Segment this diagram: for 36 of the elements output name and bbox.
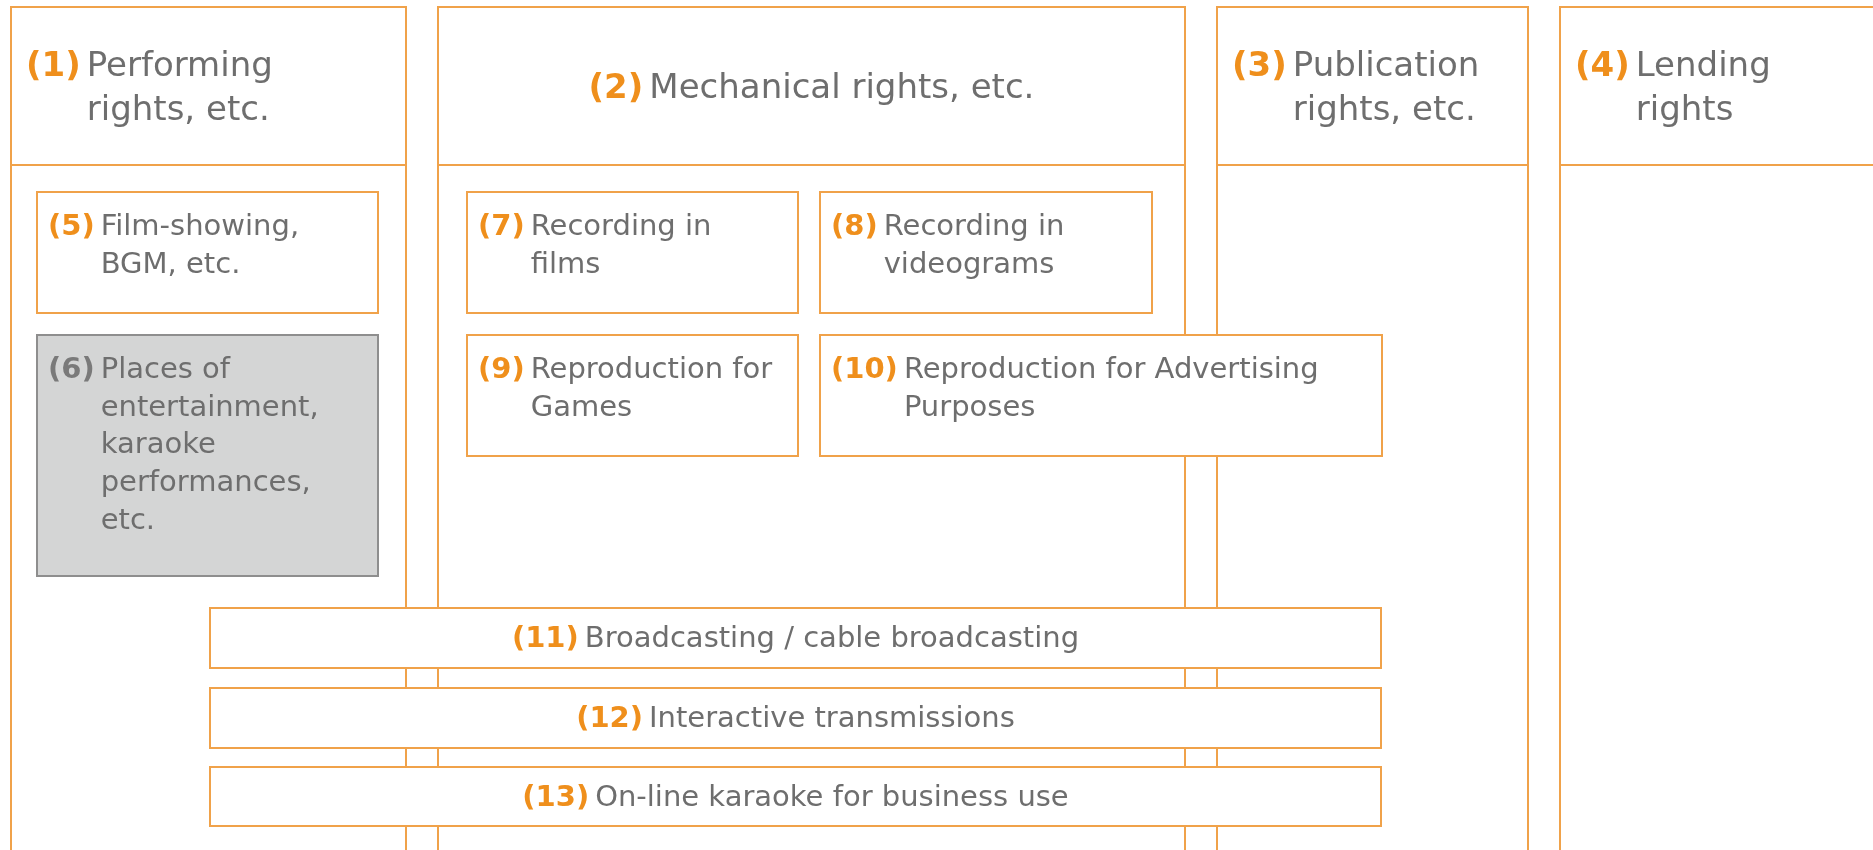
box-text: Recording in films (530, 207, 713, 282)
category-box (466, 334, 799, 457)
number-label: (12) (576, 699, 644, 737)
number-label: (10) (831, 350, 898, 387)
category-box (819, 191, 1153, 314)
heading-text: Lending rights (1635, 42, 1772, 130)
number-label: (11) (511, 619, 579, 657)
number-label: (6) (48, 350, 95, 387)
category-box (36, 334, 379, 577)
box-text: Film-showing, BGM, etc. (100, 207, 301, 282)
number-label: (4) (1575, 43, 1630, 84)
number-label: (7) (478, 207, 525, 244)
number-label: (13) (522, 777, 590, 815)
number-label: (8) (831, 207, 878, 244)
box-text: On-line karaoke for business use (595, 777, 1069, 815)
category-box (209, 607, 1382, 669)
category-box (466, 191, 799, 314)
number-label: (3) (1232, 43, 1287, 84)
box-text: Reproduction for Games (530, 350, 774, 425)
box-text: Broadcasting / cable broadcasting (584, 619, 1080, 657)
number-label: (2) (588, 65, 644, 106)
category-box (819, 334, 1383, 457)
box-text: Reproduction for Advertising Purposes (903, 350, 1320, 425)
heading-text: Publication rights, etc. (1292, 42, 1481, 130)
category-box (209, 687, 1382, 749)
box-text: Places of entertainment, karaoke performances, etc. (100, 350, 320, 538)
box-text: Recording in videograms (883, 207, 1066, 282)
box-text: Interactive transmissions (649, 699, 1015, 737)
category-box (209, 766, 1382, 827)
rights-column (1559, 6, 1873, 850)
category-box (36, 191, 379, 314)
number-label: (1) (26, 43, 81, 84)
heading-text: Mechanical rights, etc. (649, 64, 1035, 108)
heading-text: Performing rights, etc. (86, 42, 274, 130)
number-label: (5) (48, 207, 95, 244)
number-label: (9) (478, 350, 525, 387)
